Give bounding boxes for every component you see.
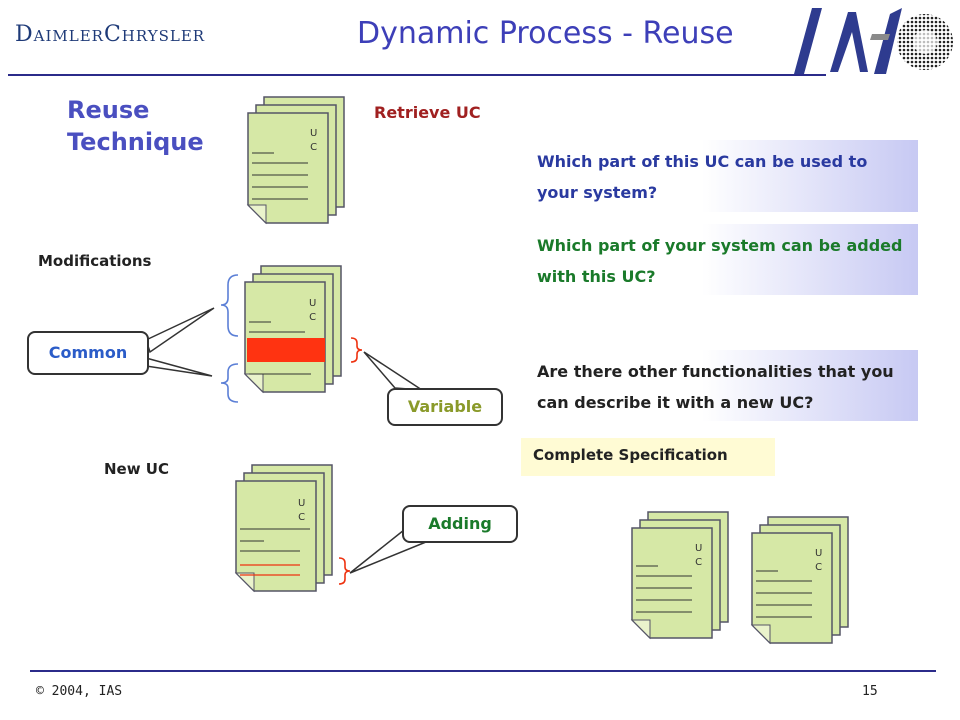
uc-document-new — [236, 465, 332, 591]
modifications-label: Modifications — [38, 252, 152, 270]
doc-letter-c: C — [298, 512, 306, 523]
question-1-text: Which part of this UC can be used to you… — [537, 152, 868, 202]
doc-letters-spec-1: U C — [695, 542, 702, 570]
logo-text: DaimlerChrysler — [15, 22, 206, 47]
doc-letter-c: C — [815, 562, 823, 573]
question-box-2: Which part of your system can be added w… — [525, 224, 918, 295]
uc-document-spec-1 — [632, 512, 728, 638]
adding-callout: Adding — [402, 505, 518, 543]
question-2-text: Which part of your system can be added w… — [537, 236, 903, 286]
common-pointer-bottom — [145, 357, 213, 377]
new-uc-label: New UC — [104, 460, 169, 478]
variable-label: Variable — [407, 397, 483, 416]
uc-document-modified — [245, 266, 341, 392]
reuse-technique-heading: Reuse Technique — [67, 94, 227, 158]
complete-specification-label: Complete Specification — [521, 438, 775, 476]
doc-letter-c: C — [310, 142, 318, 153]
common-callout: Common — [27, 331, 149, 375]
doc-letter-u: U — [815, 548, 823, 559]
doc-letters-modified: U C — [309, 297, 316, 325]
copyright-text: © 2004, IAS — [36, 684, 123, 699]
question-box-3: Are there other functionalities that you… — [525, 350, 918, 421]
adding-label: Adding — [428, 514, 492, 533]
daimlerchrysler-logo: DaimlerChrysler — [15, 22, 205, 47]
variable-bracket — [350, 337, 363, 363]
heading-text: Reuse Technique — [67, 96, 204, 156]
variable-pointer — [363, 351, 425, 391]
retrieve-uc-label: Retrieve UC — [374, 103, 481, 122]
common-pointer-top — [145, 307, 215, 354]
question-3-text: Are there other functionalities that you… — [537, 362, 894, 412]
common-brackets — [220, 274, 239, 403]
variable-callout: Variable — [387, 388, 503, 426]
page-number: 15 — [862, 684, 878, 699]
doc-letters-spec-2: U C — [815, 547, 822, 575]
question-box-1: Which part of this UC can be used to you… — [525, 140, 918, 212]
doc-letters-retrieve: U C — [310, 127, 317, 155]
complete-spec-text: Complete Specification — [533, 446, 728, 464]
uc-document-spec-2 — [752, 517, 848, 643]
doc-letter-u: U — [298, 498, 306, 509]
page-title: Dynamic Process - Reuse — [357, 16, 734, 51]
doc-letter-c: C — [695, 557, 703, 568]
doc-letter-u: U — [309, 298, 317, 309]
doc-letter-c: C — [309, 312, 317, 323]
doc-letter-u: U — [695, 543, 703, 554]
common-label: Common — [48, 343, 128, 362]
doc-letter-u: U — [310, 128, 318, 139]
header-divider — [8, 74, 826, 76]
adding-bracket — [338, 557, 351, 585]
uc-document-retrieve — [248, 97, 344, 223]
doc-letters-new: U C — [298, 497, 305, 525]
ias-logo — [790, 4, 955, 76]
